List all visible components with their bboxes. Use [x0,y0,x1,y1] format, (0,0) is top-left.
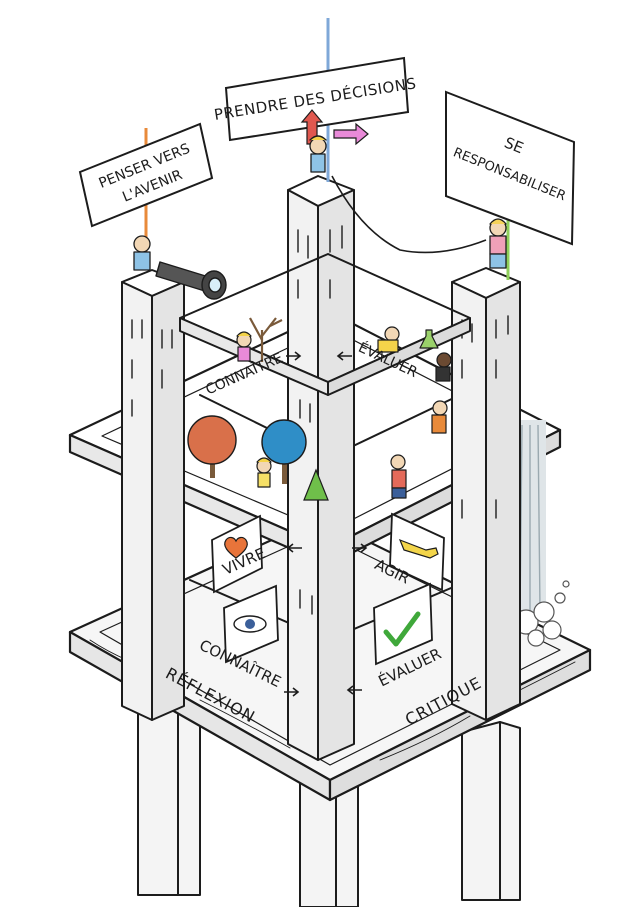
figure-upper-right-1 [377,326,400,353]
figure-middle-left [256,457,272,488]
tree-blue [261,419,307,484]
rope [331,175,487,254]
upper-platform [179,253,471,396]
figure-middle-right-1 [431,400,448,434]
hand-icon [398,538,439,559]
base-pillars [137,689,521,907]
figure-upper-left [236,331,252,362]
panel-heart [211,514,263,594]
figure-left-telescope [133,235,151,271]
sign-se-responsabiliser: SE RESPONSABILISER [445,90,576,246]
waterfall [513,420,570,647]
tower-right [451,267,521,721]
figure-upper-right-2 [435,352,452,382]
heart-icon [224,536,248,559]
telescope [155,261,227,300]
figure-middle-right-2 [390,454,407,499]
tree-orange [187,415,237,478]
figure-right-top [489,218,507,269]
sign-se-line1: SE [502,133,526,157]
figure-center-top [309,135,327,173]
panel-hand [389,512,445,592]
tower-center [287,175,355,761]
flask-icon [419,329,439,349]
floor-arrows [284,351,368,697]
bare-tree [249,317,283,362]
tower-left [121,269,185,721]
panel-eye [223,584,279,664]
eye-icon [233,615,267,633]
panel-check [373,582,433,666]
checkmark-icon [383,611,421,647]
tree-green [303,468,329,501]
